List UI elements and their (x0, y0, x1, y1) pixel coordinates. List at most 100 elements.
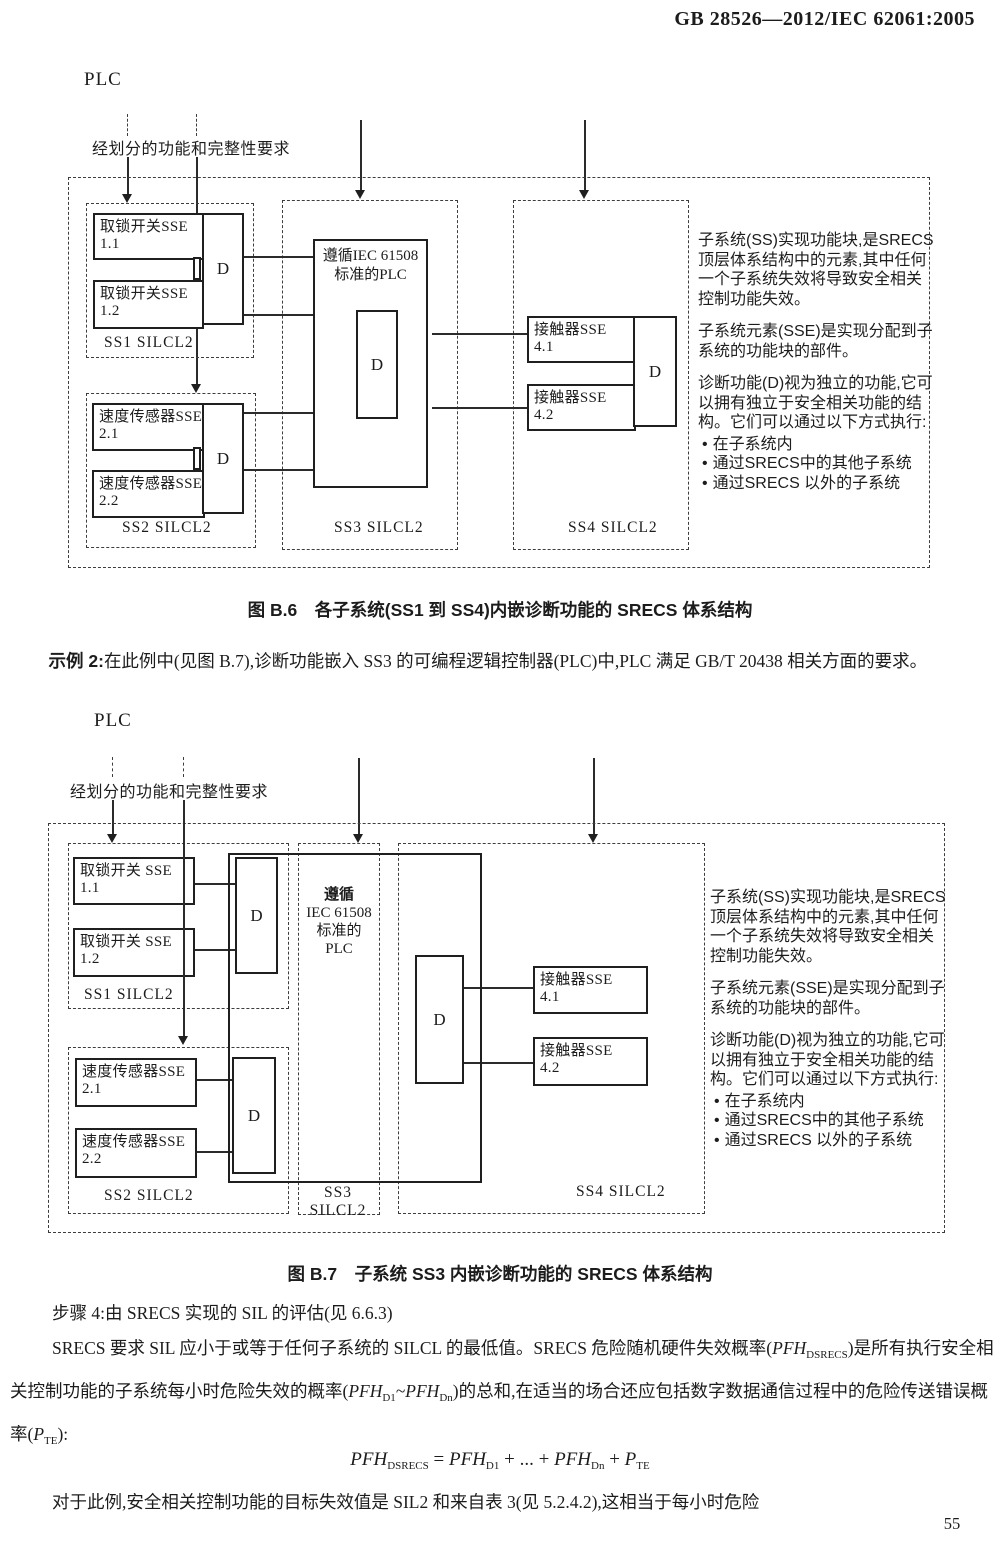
fig-b6-ss4-label: SS4 SILCL2 (568, 519, 658, 536)
fig-b7-ss4-diagnostic-box: D (415, 955, 464, 1084)
fig-b6-ss4-diagnostic-box: D (633, 316, 677, 427)
fig-b7-ss1-label: SS1 SILCL2 (84, 986, 174, 1003)
connector-line (464, 1062, 533, 1064)
note-paragraph: 子系统元素(SSE)是实现分配到子系统的功能块的部件。 (698, 323, 933, 360)
dashed-lead-line (112, 757, 113, 777)
connector-line (244, 256, 313, 258)
fig-b7-ss1-diagnostic-box: D (235, 857, 278, 974)
sse-number: 4.2 (534, 407, 554, 423)
arrow-line (183, 800, 185, 1036)
arrow-down-icon (588, 834, 598, 843)
connector-stub (193, 257, 201, 280)
note-bullet-item: •通过SRECS中的其他子系统 (698, 454, 934, 474)
fig-b7-side-note: 子系统(SS)实现功能块,是SRECS顶层体系结构中的元素,其中任何一个子系统失… (710, 888, 946, 1150)
connector-line (244, 412, 313, 414)
note-paragraph: 子系统(SS)实现功能块,是SRECS顶层体系结构中的元素,其中任何一个子系统失… (710, 889, 946, 965)
sse-number: 1.2 (100, 303, 120, 319)
plc-text-line2: IEC 61508 (306, 905, 372, 921)
operator: + (504, 1449, 515, 1470)
fig-b7-ss4-label: SS4 SILCL2 (576, 1183, 666, 1200)
paragraph-text: SRECS 要求 SIL 应小于或等于任何子系统的 SILCL 的最低值。SRE… (52, 1338, 773, 1358)
fig-b6-ss4-box (513, 200, 689, 550)
fig-b6-sse-1-2: 取锁开关SSE 1.2 (93, 280, 204, 329)
pfh-subscript: TE (44, 1435, 58, 1447)
sse-label: 接触器SSE (540, 972, 613, 988)
fig-b6-sse-2-2: 速度传感器SSE 2.2 (92, 470, 205, 518)
note-bullet-item: •通过SRECS 以外的子系统 (710, 1131, 946, 1151)
fig-b7-sse-2-2: 速度传感器SSE 2.2 (75, 1128, 197, 1178)
fig-b7-ss4-box (398, 843, 705, 1214)
bullet-icon: • (702, 435, 708, 453)
arrow-down-icon (355, 190, 365, 199)
fig-b6-sse-4-2: 接触器SSE 4.2 (527, 384, 636, 431)
srecs-sil-paragraph: SRECS 要求 SIL 应小于或等于任何子系统的 SILCL 的最低值。SRE… (10, 1330, 994, 1459)
fig-b7-plc-rectangle (228, 853, 482, 1183)
note-bullet-item: •在子系统内 (698, 435, 934, 455)
arrow-line (593, 758, 595, 834)
bullet-icon: • (714, 1131, 720, 1149)
note-paragraph: 诊断功能(D)视为独立的功能,它可以拥有独立于安全相关功能的结构。它们可以通过以… (698, 375, 933, 431)
connector-line (192, 1151, 232, 1153)
fig-b6-ss3-box (282, 200, 458, 550)
sse-label: 取锁开关 SSE (80, 934, 172, 950)
plc-box-line1: 遵循IEC 61508 (322, 248, 419, 264)
arrow-line (112, 800, 114, 834)
fig-b7-srecs-boundary (48, 823, 945, 1233)
fig-b6-partition-label: 经划分的功能和完整性要求 (92, 141, 291, 158)
ellipsis: ... (519, 1449, 534, 1470)
sse-label: 速度传感器SSE (99, 409, 203, 425)
plc-text-line3: 标准的 (316, 923, 362, 939)
sse-number: 2.1 (82, 1081, 102, 1097)
fig-b7-ss2-box (68, 1047, 289, 1214)
arrow-down-icon (353, 834, 363, 843)
operator: + (609, 1449, 620, 1470)
dashed-lead-line (196, 114, 197, 136)
fig-b7-plc-label: PLC (94, 710, 132, 731)
connector-line (190, 949, 235, 951)
d-mark: D (216, 259, 230, 278)
connector-stub (193, 447, 201, 470)
pfh-formula: PFHDSRECS = PFHD1 + ... + PFHDn + PTE (0, 1449, 1000, 1472)
fig-b7-sse-4-1: 接触器SSE 4.1 (533, 966, 648, 1014)
page-number: 55 (943, 1514, 961, 1533)
bullet-text: 在子系统内 (712, 435, 793, 453)
pfh-variable: PFH (554, 1449, 591, 1470)
fig-b6-srecs-boundary (68, 177, 930, 568)
fig-b6-ss2-label: SS2 SILCL2 (122, 519, 212, 536)
fig-b7-sse-4-2: 接触器SSE 4.2 (533, 1037, 648, 1086)
fig-b6-ss2-box (86, 393, 256, 548)
pfh-subscript: DSRECS (806, 1349, 848, 1361)
pfh-subscript: TE (636, 1460, 650, 1472)
fig-b7-ss3-plc-text: 遵循 IEC 61508 标准的 PLC (296, 886, 382, 958)
dashed-lead-line (183, 757, 184, 777)
sse-label: 接触器SSE (540, 1043, 613, 1059)
pfh-variable: PFH (348, 1381, 383, 1401)
paragraph-text: )是所有执行安全相关控制功能的子系统每小时危险失效的概率( (10, 1338, 994, 1401)
bullet-text: 通过SRECS中的其他子系统 (712, 455, 912, 472)
note-bullet-item: •通过SRECS 以外的子系统 (698, 474, 934, 494)
example-target-paragraph: 对于此例,安全相关控制功能的目标失效值是 SIL2 和来自表 3(见 5.2.4… (52, 1492, 760, 1512)
arrow-down-icon (107, 834, 117, 843)
plc-text-line4: PLC (325, 941, 353, 957)
pfh-variable: PFH (350, 1449, 388, 1470)
note-paragraph: 诊断功能(D)视为独立的功能,它可以拥有独立于安全相关功能的结构。它们可以通过以… (710, 1032, 945, 1088)
d-mark: D (247, 1105, 261, 1125)
sse-label: 取锁开关 SSE (80, 863, 172, 879)
sse-label: 速度传感器SSE (99, 476, 203, 492)
sse-label: 取锁开关SSE (100, 286, 188, 302)
pfh-variable: PFH (448, 1449, 486, 1470)
standard-number: GB 28526—2012/IEC 62061:2005 (674, 8, 975, 30)
pfh-variable: P (624, 1449, 637, 1470)
d-mark: D (433, 1009, 446, 1029)
example-label: 示例 2: (48, 651, 104, 671)
example-text: 在此例中(见图 B.7),诊断功能嵌入 SS3 的可编程逻辑控制器(PLC)中,… (103, 651, 928, 671)
sse-number: 2.2 (99, 493, 119, 509)
plc-text-line1: 遵循 (323, 887, 354, 903)
arrow-line (360, 120, 362, 190)
fig-b6-ss1-box (86, 203, 254, 358)
pfh-variable: PFH (772, 1338, 807, 1358)
fig-b7-ss3-label: SS3 SILCL2 (300, 1184, 376, 1220)
bullet-text: 通过SRECS 以外的子系统 (724, 1131, 913, 1149)
bullet-text: 在子系统内 (724, 1092, 805, 1110)
